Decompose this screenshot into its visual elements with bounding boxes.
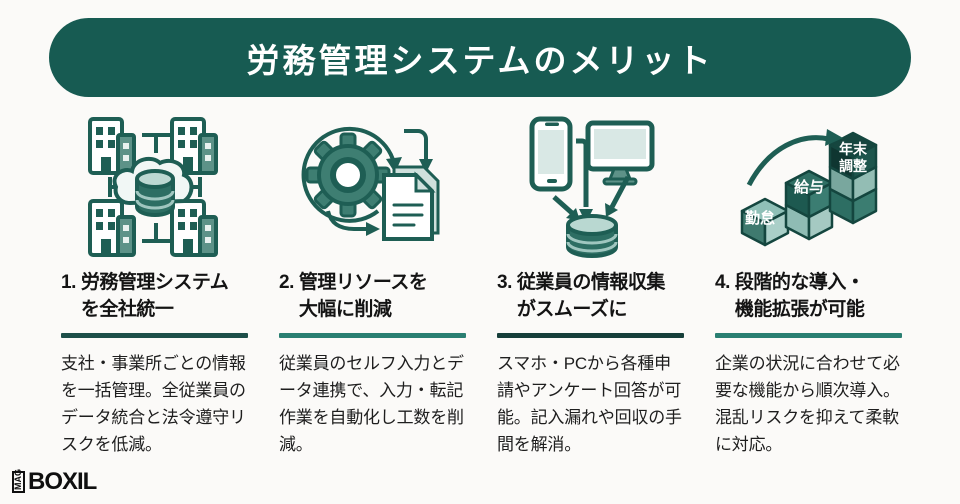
document-icon <box>381 165 439 241</box>
growth-arrow-icon <box>746 135 830 187</box>
card-2-icon-wrap <box>279 112 466 264</box>
right-arrow-icon <box>325 210 368 231</box>
header-banner: 労務管理システムのメリット <box>49 18 911 97</box>
card-1-icon-wrap <box>61 112 248 264</box>
page-title: 労務管理システムのメリット <box>246 41 714 79</box>
title-divider <box>715 332 902 338</box>
buildings-cloud-network-icon <box>87 117 218 257</box>
building-icon <box>169 199 218 257</box>
card-title-line: 段階的な導入・ <box>734 272 865 293</box>
card-title-line: 管理リソースを <box>298 272 428 293</box>
gear-icon <box>305 132 390 218</box>
monitor-icon <box>585 120 654 186</box>
database-cylinder-icon <box>134 169 175 217</box>
card-title-line: 大幅に削減 <box>298 298 392 320</box>
card-title-line: を全社統一 <box>80 298 174 320</box>
card-title-line: 従業員の情報収集 <box>516 272 666 293</box>
card-title: 4. 段階的な導入・ 機能拡張が可能 <box>715 270 902 324</box>
cube-label-yearend-2: 調整 <box>839 158 868 174</box>
cycle-arrow-icon <box>301 126 396 223</box>
benefit-card-4: 勤怠 給与 年末 調整 4. 段階的な導入・ 機能拡張が可能 企業の状況に合わせ… <box>715 112 902 458</box>
cube-stack-payroll <box>784 169 833 241</box>
cube-stack-yearend <box>828 131 877 225</box>
benefit-card-2: 2. 管理リソースを 大幅に削減 従業員のセルフ入力とデータ連携で、入力・転記作… <box>279 112 466 458</box>
card-title-line: 機能拡張が可能 <box>734 298 865 320</box>
card-title-line: 労務管理システム <box>80 272 229 293</box>
card-4-icon-wrap: 勤怠 給与 年末 調整 <box>715 112 902 264</box>
gear-automation-document-icon <box>301 126 439 241</box>
card-title: 3. 従業員の情報収集 がスムーズに <box>497 270 684 324</box>
card-number: 4. <box>715 272 730 293</box>
cube-label-payroll: 給与 <box>793 178 823 196</box>
database-cylinder-icon <box>565 214 618 258</box>
card-title: 2. 管理リソースを 大幅に削減 <box>279 270 466 324</box>
benefit-card-1: 1. 労務管理システム を全社統一 支社・事業所ごとの情報を一括管理。全従業員の… <box>61 112 248 458</box>
card-number: 1. <box>61 272 76 293</box>
logo-mag-badge: MAG <box>12 469 25 493</box>
boxil-mag-logo: MAG BOXIL <box>12 468 97 496</box>
title-divider <box>497 332 684 338</box>
elbow-arrow-icon <box>403 129 428 161</box>
down-arrows <box>551 138 630 215</box>
card-description: 従業員のセルフ入力とデータ連携で、入力・転記作業を自動化し工数を削減。 <box>279 353 464 454</box>
cube-stack-attendance <box>740 197 789 247</box>
devices-to-database-icon <box>529 116 654 258</box>
title-divider <box>61 332 248 338</box>
card-description: 支社・事業所ごとの情報を一括管理。全従業員のデータ統合と法令遵守リスクを低減。 <box>61 353 246 454</box>
stacked-cubes-growth-icon: 勤怠 給与 年末 調整 <box>740 129 877 247</box>
building-icon <box>87 199 136 257</box>
building-icon <box>87 117 136 175</box>
benefit-columns: 1. 労務管理システム を全社統一 支社・事業所ごとの情報を一括管理。全従業員の… <box>61 112 902 458</box>
card-title: 1. 労務管理システム を全社統一 <box>61 270 248 324</box>
logo-wordmark: BOXIL <box>28 468 97 495</box>
card-number: 2. <box>279 272 294 293</box>
card-title-line: がスムーズに <box>516 298 628 320</box>
card-number: 3. <box>497 272 512 293</box>
card-3-icon-wrap <box>497 112 684 264</box>
cube-label-yearend-1: 年末 <box>839 141 868 157</box>
cube-label-attendance: 勤怠 <box>744 209 774 227</box>
smartphone-icon <box>529 116 572 192</box>
card-description: スマホ・PCから各種申請やアンケート回答が可能。記入漏れや回収の手間を解消。 <box>497 353 682 454</box>
title-divider <box>279 332 466 338</box>
benefit-card-3: 3. 従業員の情報収集 がスムーズに スマホ・PCから各種申請やアンケート回答が… <box>497 112 684 458</box>
card-description: 企業の状況に合わせて必要な機能から順次導入。混乱リスクを抑えて柔軟に対応。 <box>715 353 900 454</box>
